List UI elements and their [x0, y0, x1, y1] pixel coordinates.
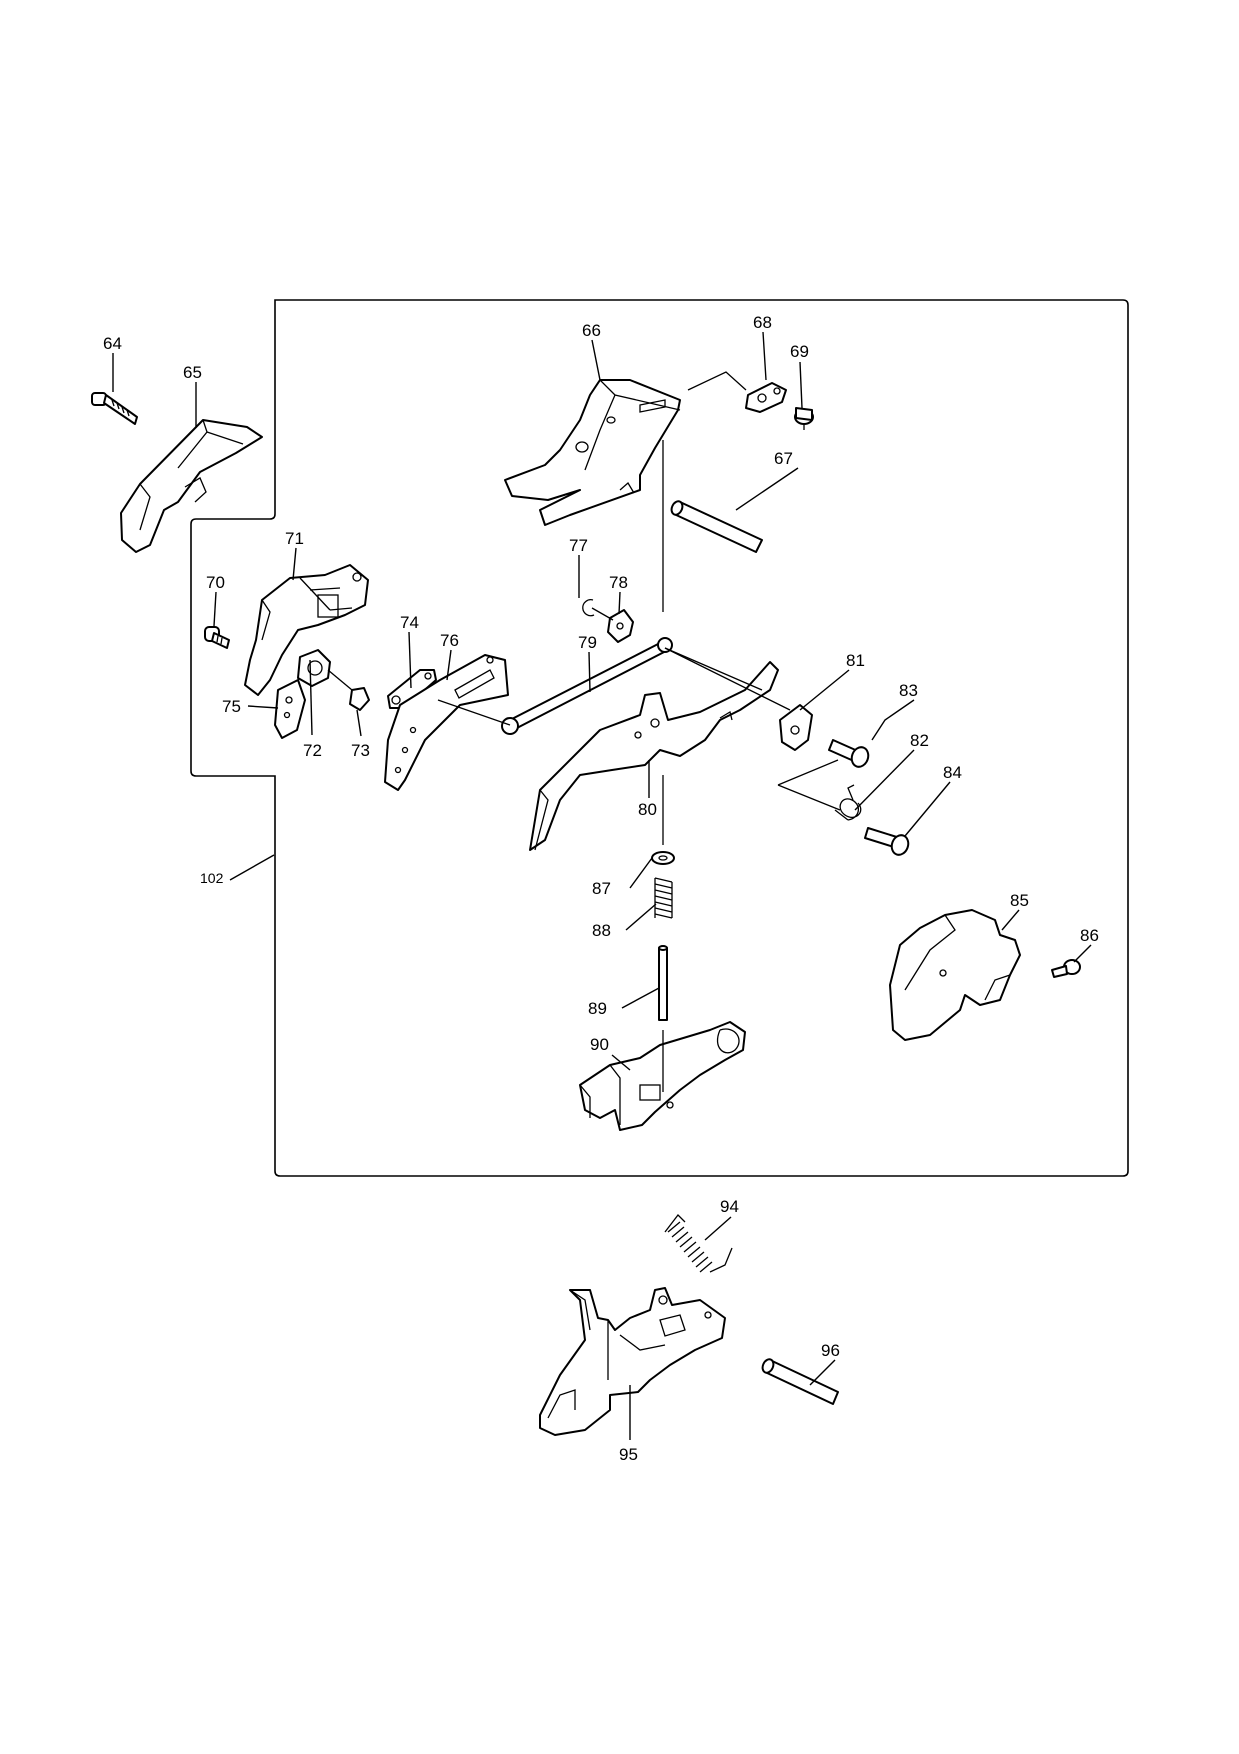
- part-labels: 64 65 66 67 68 69 70 71 72 73 74 75 76 7…: [103, 313, 1099, 1464]
- label-72: 72: [303, 741, 322, 760]
- part-73-knob[interactable]: [349, 687, 370, 711]
- part-71-housing[interactable]: [244, 564, 369, 696]
- label-94: 94: [720, 1197, 739, 1216]
- alignment-lines: [327, 371, 841, 1092]
- label-66: 66: [582, 321, 601, 340]
- part-80-main-arm[interactable]: [529, 661, 779, 851]
- part-81-lever-link[interactable]: [779, 704, 813, 751]
- label-82: 82: [910, 731, 929, 750]
- part-65-lever-cover[interactable]: [120, 419, 263, 553]
- part-84-pin[interactable]: [864, 827, 911, 857]
- label-75: 75: [222, 697, 241, 716]
- label-87: 87: [592, 879, 611, 898]
- label-86: 86: [1080, 926, 1099, 945]
- part-88-spring[interactable]: [654, 877, 673, 919]
- part-69-screw[interactable]: [794, 407, 814, 430]
- label-70: 70: [206, 573, 225, 592]
- label-77: 77: [569, 536, 588, 555]
- label-95: 95: [619, 1445, 638, 1464]
- part-82-torsion-spring[interactable]: [834, 784, 862, 821]
- part-86-screw[interactable]: [1051, 959, 1081, 978]
- leader-lines: [112, 331, 1092, 1440]
- part-66-bracket[interactable]: [504, 379, 681, 526]
- part-96-pin[interactable]: [761, 1358, 839, 1405]
- part-76-arc-plate[interactable]: [384, 654, 509, 791]
- label-76: 76: [440, 631, 459, 650]
- label-67: 67: [774, 449, 793, 468]
- label-88: 88: [592, 921, 611, 940]
- label-78: 78: [609, 573, 628, 592]
- part-89-rod[interactable]: [658, 945, 668, 1021]
- label-102: 102: [200, 870, 224, 886]
- label-73: 73: [351, 741, 370, 760]
- part-87-washer[interactable]: [651, 851, 675, 865]
- label-80: 80: [638, 800, 657, 819]
- part-64-screw[interactable]: [91, 392, 138, 425]
- part-85-side-cover[interactable]: [889, 909, 1021, 1041]
- part-68-clip[interactable]: [745, 382, 787, 413]
- label-79: 79: [578, 633, 597, 652]
- label-64: 64: [103, 334, 122, 353]
- part-74-link[interactable]: [387, 669, 437, 709]
- part-70-screw[interactable]: [204, 626, 230, 649]
- label-81: 81: [846, 651, 865, 670]
- part-67-pin[interactable]: [670, 500, 763, 553]
- label-74: 74: [400, 613, 419, 632]
- part-77-e-ring[interactable]: [582, 599, 595, 617]
- part-72-cam[interactable]: [297, 649, 331, 687]
- part-75-latch[interactable]: [274, 679, 306, 739]
- label-68: 68: [753, 313, 772, 332]
- assembly-frame: [190, 299, 1129, 1177]
- label-89: 89: [588, 999, 607, 1018]
- label-90: 90: [590, 1035, 609, 1054]
- part-78-link-plate[interactable]: [607, 609, 634, 643]
- label-84: 84: [943, 763, 962, 782]
- part-95-base-frame[interactable]: [539, 1287, 726, 1436]
- part-94-tension-spring[interactable]: [664, 1214, 733, 1273]
- label-85: 85: [1010, 891, 1029, 910]
- label-71: 71: [285, 529, 304, 548]
- label-69: 69: [790, 342, 809, 361]
- label-83: 83: [899, 681, 918, 700]
- label-96: 96: [821, 1341, 840, 1360]
- label-65: 65: [183, 363, 202, 382]
- part-83-shoulder-pin[interactable]: [828, 739, 871, 769]
